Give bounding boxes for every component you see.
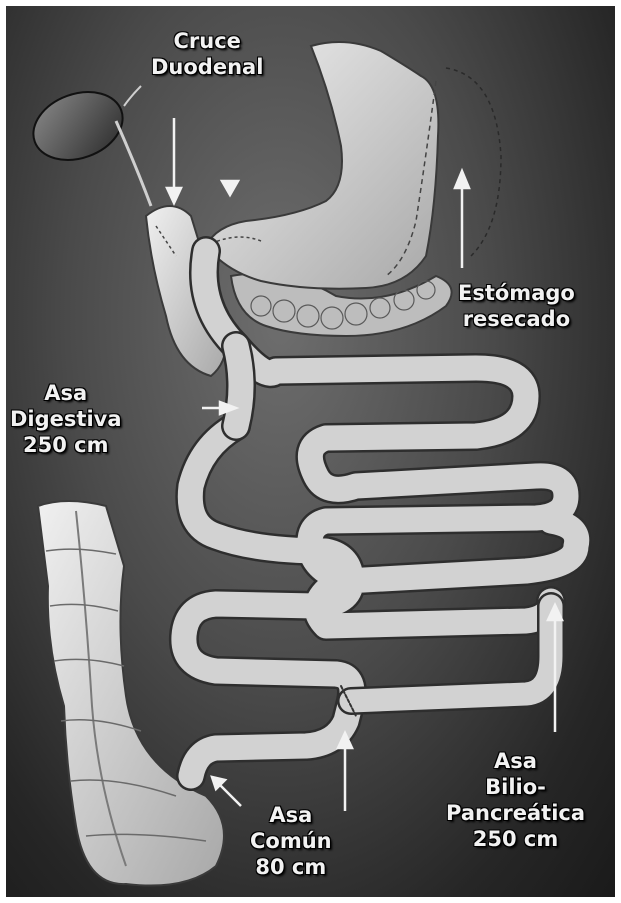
label-duodenal-switch: Cruce Duodenal bbox=[151, 28, 263, 80]
label-duodenal-switch-line1: Cruce bbox=[151, 28, 263, 54]
colon bbox=[38, 501, 224, 886]
gallbladder bbox=[24, 80, 151, 206]
label-digestive-loop-line1: Asa bbox=[10, 380, 122, 406]
label-digestive-loop: Asa Digestiva 250 cm bbox=[10, 380, 122, 458]
label-digestive-loop-line2: Digestiva bbox=[10, 406, 122, 432]
label-common-loop-line2: Común bbox=[250, 828, 332, 854]
label-resected-stomach-line1: Estómago bbox=[458, 280, 575, 306]
arrow-resected-stomach bbox=[455, 171, 469, 268]
label-digestive-loop-line3: 250 cm bbox=[10, 432, 122, 458]
arrow-small-marker bbox=[222, 181, 238, 195]
label-common-loop: Asa Común 80 cm bbox=[250, 802, 332, 880]
label-biliopancreatic-loop-line1: Asa bbox=[446, 748, 585, 774]
arrow-duodenal-switch bbox=[167, 118, 181, 203]
label-biliopancreatic-loop: Asa Bilio- Pancreática 250 cm bbox=[446, 748, 585, 852]
label-common-loop-line3: 80 cm bbox=[250, 854, 332, 880]
arrow-common-loop-left bbox=[212, 777, 241, 806]
label-biliopancreatic-loop-line4: 250 cm bbox=[446, 826, 585, 852]
label-resected-stomach: Estómago resecado bbox=[458, 280, 575, 332]
label-biliopancreatic-loop-line3: Pancreática bbox=[446, 800, 585, 826]
label-resected-stomach-line2: resecado bbox=[458, 306, 575, 332]
label-common-loop-line1: Asa bbox=[250, 802, 332, 828]
label-biliopancreatic-loop-line2: Bilio- bbox=[446, 774, 585, 800]
label-duodenal-switch-line2: Duodenal bbox=[151, 54, 263, 80]
arrow-common-loop bbox=[338, 733, 352, 811]
diagram-frame: Cruce Duodenal Estómago resecado Asa Dig… bbox=[6, 6, 615, 897]
